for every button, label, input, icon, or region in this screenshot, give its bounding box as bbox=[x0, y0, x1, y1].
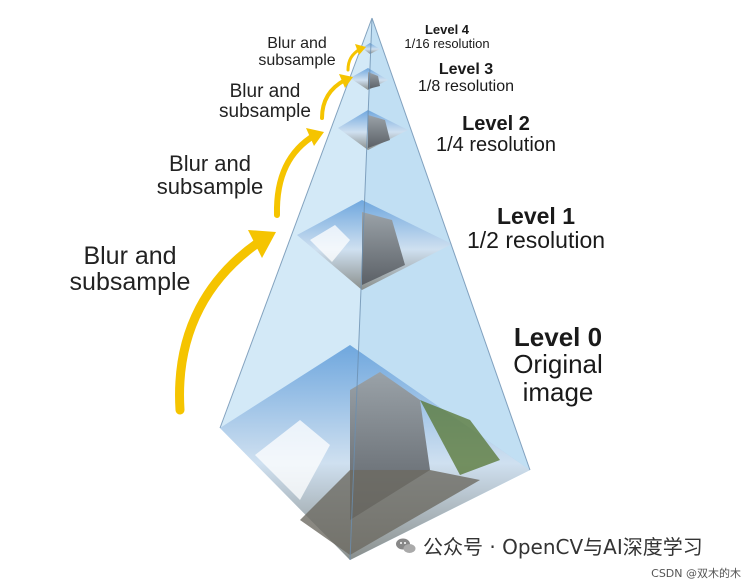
arrowhead-0 bbox=[248, 230, 276, 258]
level-1-desc: 1/2 resolution bbox=[466, 227, 606, 254]
arrowhead-3 bbox=[355, 44, 366, 55]
arrow-2-to-3 bbox=[320, 78, 347, 120]
level-3-image bbox=[350, 68, 388, 90]
blur-label-0: Blur and subsample bbox=[50, 243, 210, 296]
level-2-desc: 1/4 resolution bbox=[435, 134, 557, 156]
level-0-title: Level 0 bbox=[513, 322, 603, 352]
level-1-label: Level 1 1/2 resolution bbox=[446, 204, 626, 252]
wechat-footer: 公众号 · OpenCV与AI深度学习 bbox=[395, 531, 703, 560]
blur-label-1: Blur and subsample bbox=[143, 152, 277, 198]
blur-label-1-line1: Blur and bbox=[169, 151, 251, 176]
level-3-label: Level 3 1/8 resolution bbox=[400, 61, 532, 96]
level-0-desc-line2: image bbox=[522, 376, 594, 407]
csdn-watermark: CSDN @双木的木 bbox=[651, 567, 741, 580]
wechat-icon bbox=[396, 538, 416, 553]
level-4-title: Level 4 bbox=[424, 22, 470, 37]
level-1-title: Level 1 bbox=[497, 203, 575, 229]
blur-label-1-line2: subsample bbox=[156, 174, 264, 200]
arrow-1-to-2 bbox=[273, 132, 318, 218]
level-3-desc: 1/8 resolution bbox=[417, 77, 515, 95]
blur-label-0-line1: Blur and bbox=[83, 242, 177, 270]
level-0-desc-line1: Original bbox=[513, 349, 603, 380]
level-0-label: Level 0 Original image bbox=[488, 322, 628, 407]
level-0-image bbox=[220, 345, 530, 560]
blur-label-2: Blur and subsample bbox=[205, 82, 325, 122]
arrowhead-1 bbox=[306, 128, 324, 146]
level-4-desc: 1/16 resolution bbox=[404, 35, 490, 51]
level-1-image bbox=[297, 200, 452, 290]
footer-text: 公众号 · OpenCV与AI深度学习 bbox=[423, 535, 703, 559]
level-2-label: Level 2 1/4 resolution bbox=[418, 114, 574, 156]
blur-label-2-line1: Blur and bbox=[229, 81, 301, 102]
blur-label-3: Blur and subsample bbox=[244, 35, 350, 70]
level-2-title: Level 2 bbox=[462, 113, 530, 135]
level-4-label: Level 4 1/16 resolution bbox=[386, 23, 508, 50]
level-3-title: Level 3 bbox=[438, 61, 494, 78]
level-2-image bbox=[338, 110, 408, 150]
blur-label-3-line2: subsample bbox=[258, 51, 336, 69]
blur-label-3-line1: Blur and bbox=[267, 35, 327, 52]
blur-label-0-line2: subsample bbox=[69, 268, 191, 297]
arrowhead-2 bbox=[339, 74, 353, 88]
arrow-0-to-1 bbox=[175, 235, 267, 415]
blur-label-2-line2: subsample bbox=[219, 100, 311, 122]
